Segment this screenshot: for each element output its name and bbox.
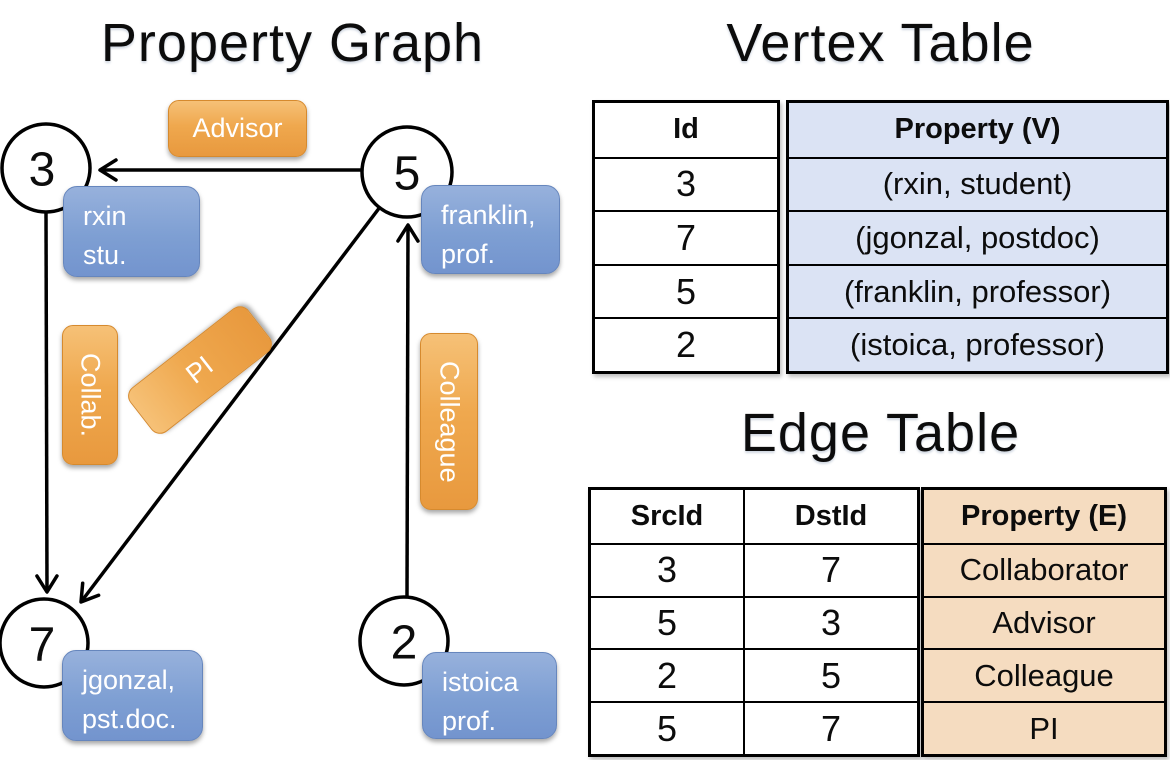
edge-3-to-7: [35, 211, 59, 594]
edge-row-src: 5: [591, 595, 743, 649]
vertex-label-3-line1: rxin: [83, 201, 127, 231]
vertex-label-3: rxin stu.: [63, 186, 200, 277]
edge-label-collab: Collab.: [62, 325, 118, 465]
edge-col-header-property: Property (E): [924, 490, 1164, 543]
edge-label-pi-text: PI: [180, 349, 219, 390]
edge-row-property: PI: [924, 701, 1164, 754]
vertex-table-id-column: Id 3 7 5 2: [592, 100, 780, 374]
vertex-label-2-line2: prof.: [442, 706, 497, 737]
edge-col-header-dst: DstId: [743, 490, 917, 543]
vertex-id-3: 3: [28, 143, 56, 197]
edge-row-src: 3: [591, 542, 743, 596]
edge-row-dst: 5: [743, 648, 917, 702]
edge-label-advisor-text: Advisor: [192, 113, 283, 143]
vertex-id-7: 7: [28, 618, 56, 672]
vertex-row-property: (rxin, student): [789, 156, 1166, 211]
vertex-id-2: 2: [390, 616, 418, 670]
vertex-row-property: (istoica, professor): [789, 317, 1166, 371]
property-graph-pane: Property Graph 3 5 7 2 Advisor Collab. P…: [0, 13, 560, 741]
vertex-row-property: (franklin, professor): [789, 263, 1166, 318]
edge-row-dst: 3: [743, 595, 917, 649]
vertex-col-header-property: Property (V): [789, 103, 1166, 157]
vertex-label-2-line1: istoica: [442, 667, 519, 697]
edge-label-collab-text: Collab.: [75, 352, 106, 438]
property-graph-title: Property Graph: [100, 13, 485, 73]
edge-table-title: Edge Table: [740, 403, 1021, 463]
edge-row-dst: 7: [743, 542, 917, 596]
vertex-table-property-column: Property (V) (rxin, student) (jgonzal, p…: [786, 100, 1169, 374]
vertex-label-3-line2: stu.: [83, 240, 127, 271]
vertex-row-id: 5: [595, 263, 777, 318]
vertex-label-5-line2: prof.: [441, 239, 496, 270]
edge-label-colleague: Colleague: [420, 333, 478, 510]
edge-label-advisor: Advisor: [168, 100, 307, 157]
vertex-label-2: istoica prof.: [422, 652, 557, 739]
edge-row-src: 5: [591, 701, 743, 754]
edge-row-property: Collaborator: [924, 542, 1164, 596]
vertex-label-5: franklin, prof.: [421, 185, 560, 274]
edge-label-colleague-text: Colleague: [434, 360, 465, 483]
edge-table-property-column: Property (E) Collaborator Advisor Collea…: [921, 487, 1167, 757]
vertex-table-title: Vertex Table: [726, 13, 1035, 73]
vertex-row-id: 7: [595, 210, 777, 264]
vertex-row-id: 3: [595, 156, 777, 211]
edge-row-dst: 7: [743, 701, 917, 754]
vertex-row-property: (jgonzal, postdoc): [789, 210, 1166, 264]
vertex-id-5: 5: [393, 147, 421, 201]
vertex-label-7: jgonzal, pst.doc.: [62, 650, 203, 741]
vertex-label-7-line2: pst.doc.: [82, 704, 177, 735]
vertex-label-5-line1: franklin,: [441, 200, 536, 230]
vertex-row-id: 2: [595, 317, 777, 371]
edge-col-header-src: SrcId: [630, 499, 704, 532]
edge-row-property: Advisor: [924, 595, 1164, 649]
edge-table-id-columns: SrcId DstId 3 7 5 3 2 5 5 7: [588, 487, 920, 757]
edge-2-to-5: [396, 223, 420, 598]
edge-row-property: Colleague: [924, 648, 1164, 702]
vertex-col-header-id: Id: [673, 113, 699, 146]
edge-5-to-7: [79, 205, 382, 604]
edge-row-src: 2: [591, 648, 743, 701]
graph-canvas: [0, 122, 454, 689]
vertex-label-7-line1: jgonzal,: [82, 665, 176, 695]
